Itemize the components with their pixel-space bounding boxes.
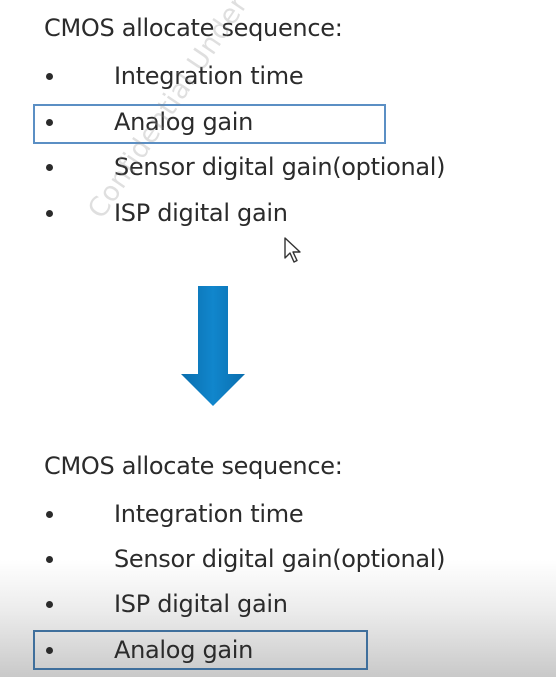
bottom-list-item-3: ISP digital gain bbox=[0, 586, 556, 622]
top-heading: CMOS allocate sequence: bbox=[44, 14, 343, 42]
top-list-item-3: Sensor digital gain(optional) bbox=[0, 149, 556, 185]
mouse-pointer-icon bbox=[284, 237, 301, 263]
top-item-label-2: Analog gain bbox=[114, 108, 254, 136]
highlight-box-top bbox=[33, 104, 386, 144]
top-item-label-4: ISP digital gain bbox=[114, 199, 288, 227]
bullet-icon bbox=[46, 511, 53, 518]
bullet-icon bbox=[46, 601, 53, 608]
bottom-list-item-1: Integration time bbox=[0, 496, 556, 532]
highlight-box-bottom bbox=[33, 630, 368, 670]
bullet-icon bbox=[46, 556, 53, 563]
bullet-icon bbox=[46, 73, 53, 80]
bullet-icon bbox=[46, 164, 53, 171]
down-arrow-icon bbox=[181, 286, 245, 406]
bullet-icon bbox=[46, 210, 53, 217]
top-item-label-3: Sensor digital gain(optional) bbox=[114, 153, 446, 181]
bottom-list-item-2: Sensor digital gain(optional) bbox=[0, 541, 556, 577]
bottom-list-item-4: Analog gain bbox=[0, 632, 556, 668]
top-item-label-1: Integration time bbox=[114, 62, 304, 90]
bullet-icon bbox=[46, 647, 53, 654]
bottom-heading: CMOS allocate sequence: bbox=[44, 452, 343, 480]
top-list-item-1: Integration time bbox=[0, 58, 556, 94]
bottom-item-label-4: Analog gain bbox=[114, 636, 254, 664]
top-list-item-2: Analog gain bbox=[0, 104, 556, 140]
top-list-item-4: ISP digital gain bbox=[0, 195, 556, 231]
bullet-icon bbox=[46, 119, 53, 126]
bottom-item-label-1: Integration time bbox=[114, 500, 304, 528]
bottom-item-label-3: ISP digital gain bbox=[114, 590, 288, 618]
bottom-item-label-2: Sensor digital gain(optional) bbox=[114, 545, 446, 573]
